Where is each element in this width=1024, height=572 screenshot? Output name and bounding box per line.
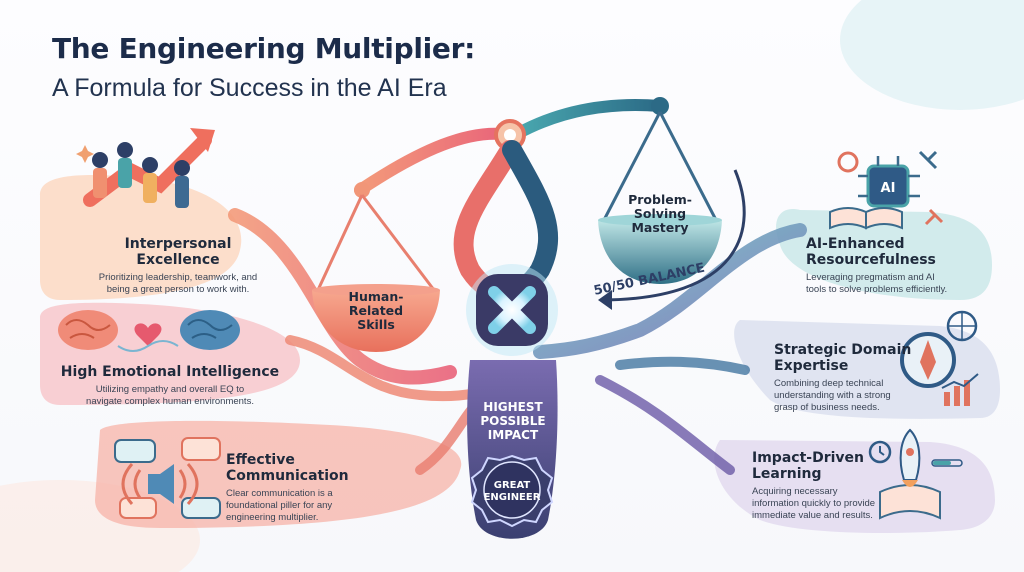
right-string-a	[602, 111, 662, 221]
left-pan-label: Human- Related Skills	[348, 289, 404, 332]
right-pan-rim	[598, 214, 722, 226]
ai-chip-icon	[829, 150, 944, 230]
card-description: Combining deep technical understanding w…	[774, 378, 891, 413]
right-flow-2	[615, 356, 750, 375]
right-pan-label: Problem- Solving Mastery	[628, 192, 692, 235]
right-band-1	[776, 209, 992, 300]
ai-chip-text: AI	[881, 181, 896, 196]
card-title: AI-Enhanced Resourcefulness	[806, 236, 936, 268]
compass-globe-icon	[900, 310, 979, 406]
card-description: Clear communication is a foundational pi…	[226, 488, 333, 523]
card-description: Leveraging pregmatism and AI tools to so…	[806, 272, 948, 295]
team-growth-icon	[76, 128, 215, 208]
card-effective-communication: Effective Communication Clear communicat…	[226, 452, 416, 524]
card-ai-resourcefulness: AI-Enhanced Resourcefulness Leveraging p…	[806, 236, 986, 296]
card-emotional-intelligence: High Emotional Intelligence Utilizing em…	[50, 364, 290, 408]
badge-label: GREAT ENGINEER	[483, 480, 541, 503]
balance-arrow	[599, 169, 746, 302]
right-pan	[598, 220, 722, 284]
left-flow-2	[285, 335, 495, 402]
left-pan-rim	[312, 284, 440, 296]
right-flow-1	[533, 223, 807, 359]
card-title: Effective Communication	[226, 452, 349, 484]
balance-arrowhead	[598, 290, 612, 310]
rocket-book-icon	[868, 428, 963, 520]
card-interpersonal-excellence: Interpersonal Excellence Prioritizing le…	[78, 236, 278, 296]
speech-bubbles-icon	[114, 437, 221, 519]
card-title: High Emotional Intelligence	[60, 364, 280, 380]
scale-beam-right	[509, 99, 666, 141]
card-impact-driven-learning: Impact-Driven Learning Acquiring necessa…	[752, 450, 912, 522]
page-title: The Engineering Multiplier:	[52, 32, 476, 65]
card-title: Impact-Driven Learning	[752, 450, 864, 482]
left-flow-1	[228, 208, 457, 385]
brains-heart-icon	[58, 310, 240, 352]
multiplier-x-icon	[488, 286, 536, 334]
card-description: Acquiring necessary information quickly …	[752, 486, 876, 521]
beam-end-right	[651, 97, 669, 115]
card-title: Strategic Domain Expertise	[774, 342, 912, 374]
beam-pivot-center	[504, 129, 516, 141]
great-engineer-badge	[470, 454, 554, 528]
card-description: Prioritizing leadership, teamwork, and b…	[98, 272, 258, 295]
left-string-b	[360, 194, 436, 291]
page-subtitle: A Formula for Success in the AI Era	[52, 74, 447, 102]
right-string-b	[658, 111, 718, 221]
beam-end-left	[354, 182, 370, 198]
left-pan	[312, 290, 440, 352]
left-string-a	[316, 194, 364, 291]
card-strategic-domain-expertise: Strategic Domain Expertise Combining dee…	[774, 342, 944, 414]
card-description: Utilizing empathy and overall EQ to navi…	[86, 384, 254, 407]
right-flow-3	[595, 375, 735, 475]
impact-label: HIGHEST POSSIBLE IMPACT	[480, 400, 546, 442]
bg-wash-right	[840, 0, 1024, 110]
card-title: Interpersonal Excellence	[124, 236, 232, 268]
